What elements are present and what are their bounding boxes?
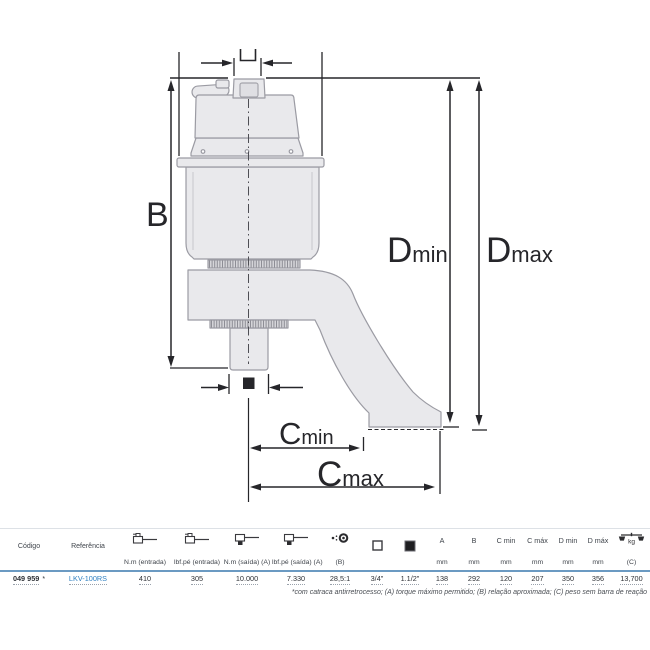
reaction-arm [187,269,442,428]
cell-B: 292 [467,574,481,585]
dimension-lines [170,49,487,502]
col-header-nm-entrada: N.m (entrada) [118,529,172,570]
input-drive-socket [239,82,259,98]
input-square-symbol [239,49,257,62]
torque-wrench-output-icon [222,532,272,546]
torque-wrench-input-icon [172,532,222,546]
dimension-arrowheads [167,59,483,491]
col-header-Dmin: D min mm [558,536,578,566]
spec-table-header: Código Referência N.m (entrada) [0,529,650,570]
product-link[interactable]: LKV-100RS [68,574,108,585]
torque-wrench-output-icon [272,532,320,546]
torque-multiplier-diagram: B Dmin Dmax Cmin Cmax [146,49,553,502]
col-header-B: B mm [468,536,480,566]
device-body [176,78,442,428]
asterisk-note: * [42,576,46,583]
cell-weight: 13,700 [620,574,643,585]
upper-housing [194,94,300,139]
col-header-weight: kg (C) [613,529,650,570]
cell-Cmin: 120 [499,574,513,585]
svg-text:kg: kg [628,539,635,546]
cell-Cmax: 207 [531,574,544,585]
bolt-hole [200,149,206,154]
col-header-A: A mm [436,536,448,566]
col-header-lbfpe-saida: lbf.pé (saída) (A) [272,529,323,570]
table-row: 049 959 * LKV-100RS 410 305 10.000 7.330… [0,572,650,587]
main-cylinder [185,166,320,260]
cell-lbfpe-entrada: 305 [190,574,204,585]
col-header-square-output [394,529,426,570]
dim-label-Cmax: Cmax [317,455,384,494]
col-header-square-input [360,529,394,570]
cell-codigo: 049 959 * [12,574,46,585]
cell-lbfpe-saida: 7.330 [286,574,306,585]
col-header-referencia: Referência [71,543,105,550]
torque-wrench-input-icon [118,532,172,546]
col-header-Cmax: C máx mm [527,536,548,566]
flange [176,157,325,168]
dim-label-Cmin: Cmin [279,416,334,451]
cell-square-input: 3/4" [370,574,384,585]
cell-Dmax: 356 [591,574,605,585]
gear-ratio-icon [320,532,360,544]
dim-label-Dmin: Dmin [387,231,448,270]
spec-table: Código Referência N.m (entrada) [0,528,650,596]
col-header-nm-saida: N.m (saída) (A) [222,529,272,570]
lever-tab [215,79,230,89]
square-drive-filled-icon [394,540,426,552]
output-square-symbol [243,377,255,389]
balance-scale-kg-icon: kg [613,532,650,545]
col-header-ratio: (B) [320,529,360,570]
dim-label-Dmax: Dmax [486,231,553,270]
cell-referencia: LKV-100RS [58,574,118,585]
cell-square-output: 1.1/2" [400,574,420,585]
cell-Dmin: 350 [561,574,575,585]
cell-A: 138 [435,574,449,585]
bolt-hole [288,149,294,154]
col-header-lbfpe-entrada: lbf.pé (entrada) [172,529,222,570]
cell-nm-saida: 10.000 [235,574,259,585]
header-rule [0,570,650,572]
cell-ratio: 28,5:1 [329,574,351,585]
knurled-ring-upper [207,259,301,269]
cell-nm-entrada: 410 [138,574,152,585]
table-footnote: *com catraca antirretrocesso; (A) torque… [291,589,647,596]
col-header-Cmin: C min mm [496,536,516,566]
col-header-Dmax: D máx mm [587,536,609,566]
square-drive-open-icon [360,540,394,551]
dim-label-B: B [146,196,169,234]
col-header-codigo: Código [17,543,41,550]
